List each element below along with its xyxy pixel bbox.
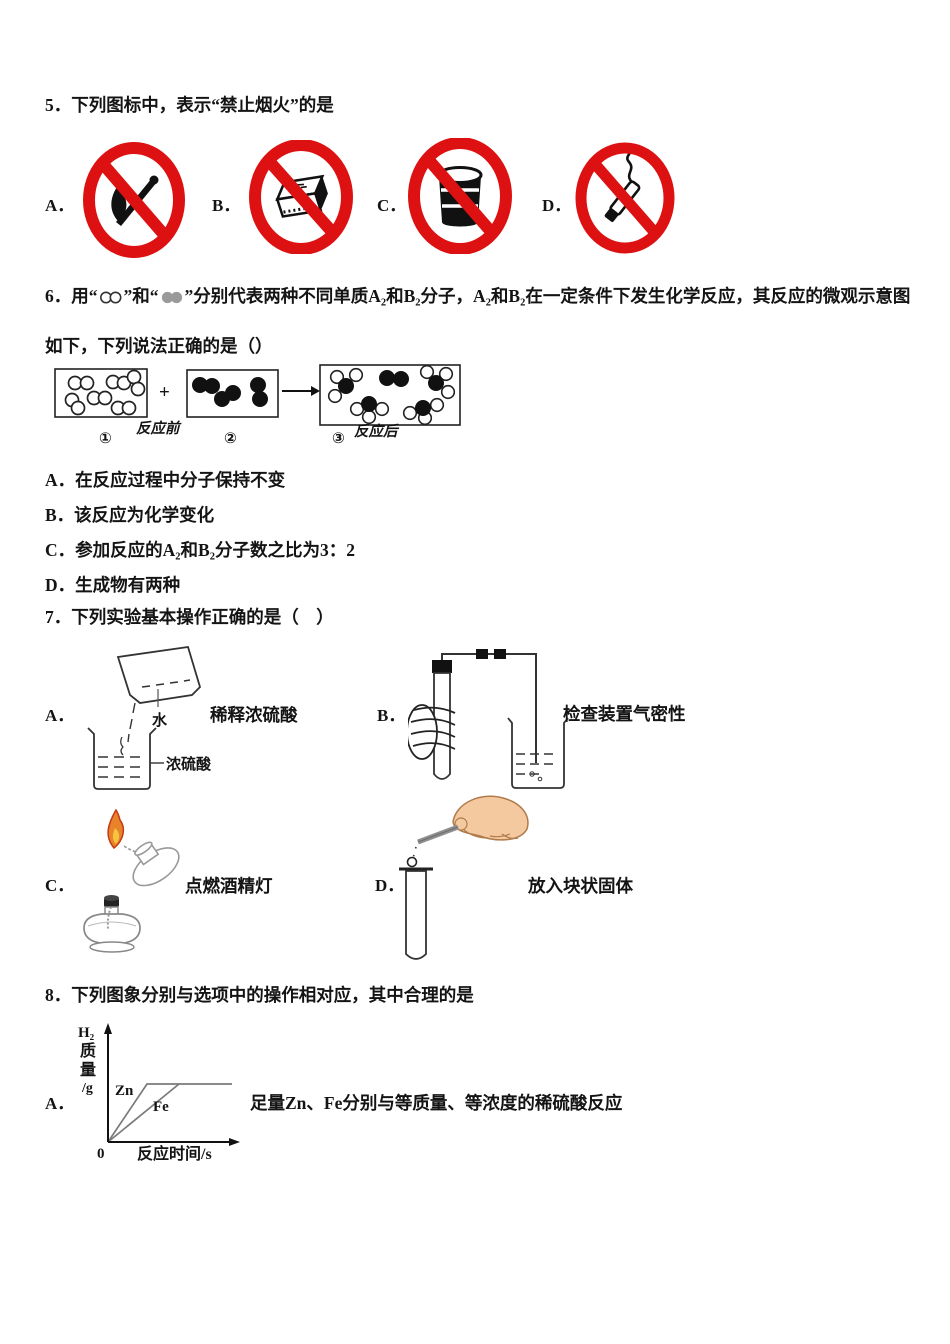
q6-title-seg1: 6．用“	[45, 286, 98, 306]
graph-origin-label: 0	[97, 1146, 105, 1162]
q8-option-a-caption: 足量Zn、Fe分别与等质量、等浓度的稀硫酸反应	[250, 1093, 623, 1113]
label-before-reaction: 反应前	[136, 421, 180, 437]
q7-option-a-caption: 稀释浓硫酸	[210, 705, 298, 725]
q5-option-d-label: D．	[542, 196, 572, 215]
q7-option-b-label: B．	[377, 706, 406, 725]
q5-option-b-label: B．	[212, 196, 241, 215]
pouring-water-into-acid-figure	[80, 645, 215, 795]
q5-title: 5．下列图标中，表示“禁止烟火”的是	[45, 95, 334, 115]
q6-option-d: D．生成物有两种	[45, 575, 181, 595]
box1-before-a2	[54, 368, 148, 418]
q7a-water-label: 水	[152, 713, 168, 729]
q6-title-line1: 6．用“ ”和“ ”分别代表两种不同单质A₂和B₂分子，A₂和B₂在一定条件下发生化…	[45, 286, 910, 307]
dropping-solid-into-vertical-tube-figure	[398, 790, 533, 970]
hand-warming-test-tube-figure	[408, 648, 573, 793]
q7-option-b-caption: 检查装置气密性	[563, 704, 686, 724]
graph-ylabel-mass2: 量	[80, 1062, 97, 1079]
q6-reaction-diagram-svg	[54, 364, 461, 426]
box2-before-b2	[186, 369, 279, 418]
graph-fe-label: Fe	[153, 1099, 169, 1115]
graph-ylabel-mass1: 质	[80, 1043, 97, 1060]
q5-option-a-label: A．	[45, 196, 75, 215]
q6-title-seg3: ”分别代表两种不同单质A₂和B₂分子，A₂和B₂在一定条件下发生化学反应，其反应…	[184, 286, 911, 306]
box3-after-products	[319, 364, 461, 426]
graph-zn-label: Zn	[115, 1083, 134, 1099]
label-after-reaction: 反应后	[354, 424, 398, 440]
q8-title: 8．下列图象分别与选项中的操作相对应，其中合理的是	[45, 985, 474, 1005]
q7-option-c-caption: 点燃酒精灯	[185, 876, 273, 896]
q7-option-a-label: A．	[45, 706, 75, 725]
graph-xlabel: 反应时间/s	[137, 1146, 212, 1163]
no-smoking-sign-icon	[574, 142, 676, 254]
q7-option-c-label: C．	[45, 876, 75, 895]
graph-ylabel-h2: H₂	[78, 1025, 95, 1041]
graph-ylabel-unit: /g	[82, 1081, 93, 1096]
no-open-flame-match-sign-icon	[82, 142, 186, 258]
lighting-alcohol-lamp-with-another-figure	[72, 806, 192, 971]
q7-title: 7．下列实验基本操作正确的是（ ）	[45, 607, 334, 627]
box1-number: ①	[99, 431, 112, 447]
zn-curve	[107, 1083, 232, 1143]
q5-option-c-label: C．	[377, 196, 407, 215]
q7a-acid-label: 浓硫酸	[166, 757, 212, 773]
q6-option-a: A．在反应过程中分子保持不变	[45, 470, 286, 490]
fe-curve	[107, 1083, 180, 1143]
q6-title-seg2: ”和“	[123, 286, 159, 306]
q6-option-b: B．该反应为化学变化	[45, 505, 215, 525]
no-matchbox-sign-icon	[248, 140, 354, 254]
q8-option-a-label: A．	[45, 1094, 75, 1113]
white-diatomic-molecule-icon	[99, 291, 123, 304]
gray-diatomic-molecule-icon	[160, 291, 184, 304]
h2-mass-vs-time-graph: H₂ 质 量 /g Zn Fe 0 反应时间/s	[75, 1020, 275, 1170]
h2-mass-vs-time-graph-svg	[104, 1023, 240, 1146]
box3-number: ③	[332, 431, 345, 447]
box2-number: ②	[224, 431, 237, 447]
q6-option-c: C．参加反应的A₂和B₂分子数之比为3：2	[45, 540, 355, 560]
no-oil-drum-sign-icon	[407, 138, 513, 254]
q7-option-d-label: D．	[375, 876, 405, 895]
q6-reaction-diagram: + 反应前 反应后 ① ② ③	[48, 362, 468, 454]
q6-title-line2: 如下，下列说法正确的是（）	[45, 336, 273, 356]
plus-sign: +	[159, 382, 170, 403]
q7-option-d-caption: 放入块状固体	[528, 876, 633, 896]
